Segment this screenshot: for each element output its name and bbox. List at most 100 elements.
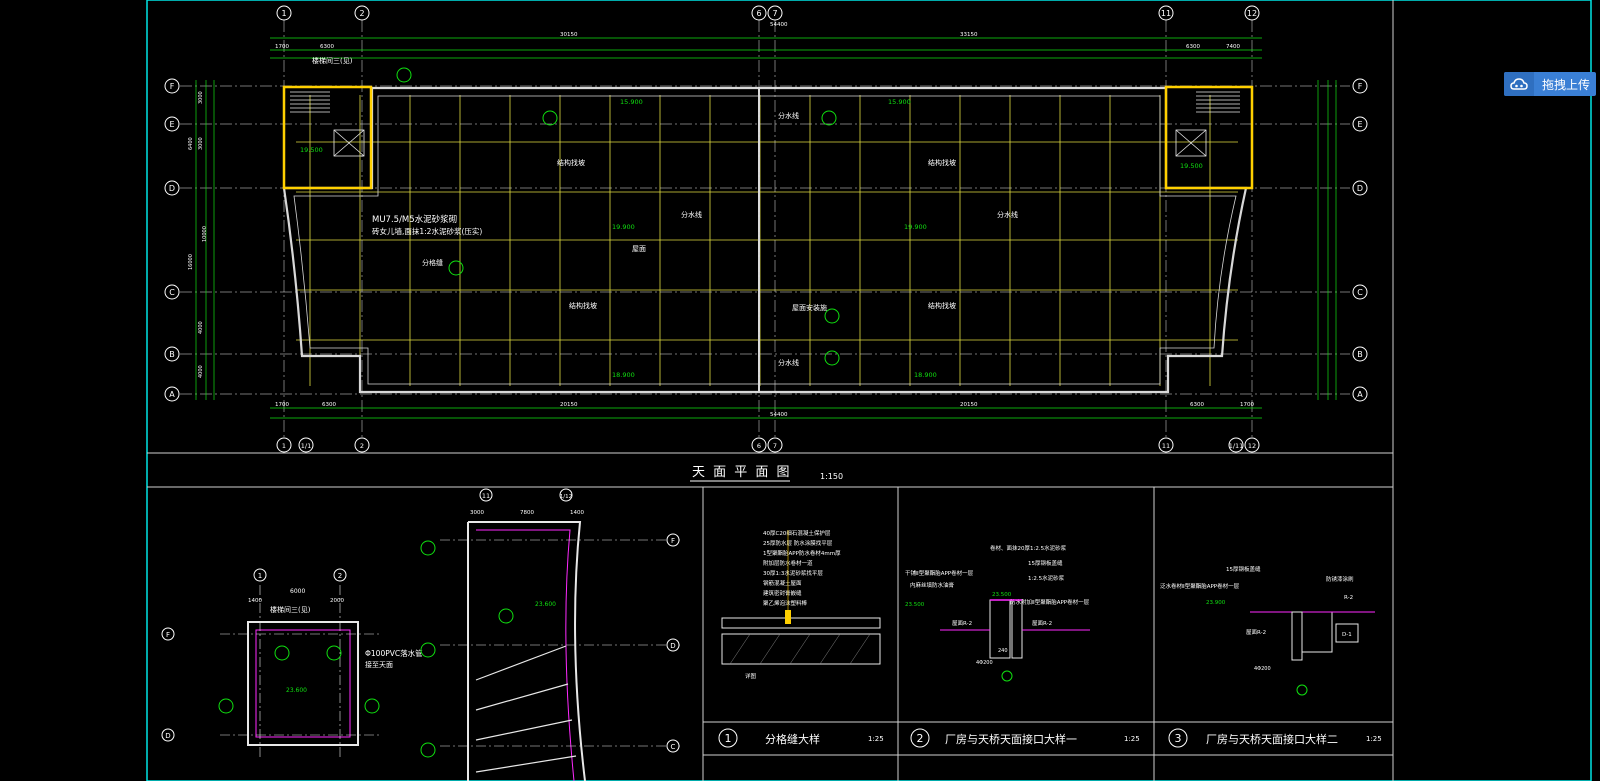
left-stair-treads [290, 91, 365, 157]
detail-num-2: 2 [917, 732, 924, 745]
plan-callouts [396, 67, 840, 366]
split-layer-top [721, 617, 881, 629]
plan-label-slope-4: 结构找坡 [928, 301, 956, 310]
elev-1: 15.900 [620, 98, 643, 106]
join2-callout [1296, 684, 1308, 696]
axis-bubble-d-label: D [165, 732, 170, 740]
elev-6: 19.900 [904, 223, 927, 231]
axis-bubble-top-label: 11 [1161, 9, 1171, 18]
split-label: 详图 [745, 672, 757, 680]
plan-label-ridge-4: 分水线 [778, 358, 799, 367]
axis-bubble-bottom [354, 437, 370, 453]
plan-label-slope-2: 结构找坡 [928, 158, 956, 167]
join2-elev: 23.900 [1206, 600, 1226, 606]
join1-note-2: 1:2.5水泥砂浆 [1028, 574, 1065, 582]
detail1-dim-1: 6000 [290, 588, 305, 595]
dim-label-bottom: 20150 [960, 402, 978, 408]
join2-note-4: 屋面R-2 [1246, 629, 1266, 636]
join2-wall [1291, 611, 1303, 661]
detail1-title: 楼梯间三(见) [270, 605, 311, 614]
detail-num-3: 3 [1175, 732, 1182, 745]
axis-bubble-top-label: 7 [772, 9, 777, 18]
axis-bubble-2-label: 2 [338, 572, 342, 580]
detail1-note-2: 接至天面 [365, 660, 393, 669]
bridge-axis-11-label: 11 [482, 492, 490, 500]
split-hatch [729, 633, 871, 665]
axis-bubble-top [1158, 5, 1174, 21]
join1-note-4: 内麻丝填防水油膏 [910, 581, 955, 589]
axis-bubble-2 [333, 568, 347, 582]
dim-label-top: 6300 [320, 44, 334, 50]
axis-bubble-side-label: B [1357, 350, 1363, 359]
detail-split-joint: 40厚C20细石混凝土保护层 25厚防水层 防水涂膜找平层 1型聚酯胎APP防水… [721, 529, 881, 680]
detail1-note-1: Φ100PVC落水管 [365, 648, 423, 658]
detail1-elev: 23.600 [286, 687, 307, 694]
plan-note-line-1: MU7.5/M5水泥砂浆砌 [372, 214, 457, 225]
elev-4: 19.500 [1180, 162, 1203, 170]
axis-bubble-top-label: 12 [1247, 9, 1257, 18]
plan-label-roof-install: 屋面安装施 [792, 303, 827, 312]
dim-label-top: 1700 [275, 44, 289, 50]
bridge-callouts [420, 540, 514, 758]
axis-bubble-side [1352, 386, 1368, 402]
axis-bubble-side-label: E [1357, 120, 1362, 129]
join1-elev-1: 23.500 [992, 592, 1012, 598]
join1-wall-right [1011, 599, 1023, 659]
dim-label-bottom: 1700 [275, 402, 289, 408]
axis-bubble-top [751, 5, 767, 21]
plan-title: 天 面 平 面 图 [692, 465, 792, 480]
axis-bubble-bottom [1244, 437, 1260, 453]
dim-label-side: 3000 [198, 91, 204, 104]
axis-bubble-side [164, 386, 180, 402]
axis-bubble-side [1352, 78, 1368, 94]
axis-bubble-top-label: 2 [359, 9, 364, 18]
stair-wall-inner [255, 629, 351, 738]
axis-bubble-bottom [298, 437, 314, 453]
bridge-axis-11 [479, 488, 493, 502]
axis-bubble-bottom-label: 1 [282, 442, 286, 450]
dim-label-top: 7400 [1226, 44, 1240, 50]
axis-bubble-bottom [276, 437, 292, 453]
join2-dim: 4Φ200 [1254, 666, 1271, 672]
detail-title-3: 厂房与天桥天面接口大样二 [1206, 732, 1338, 746]
axis-bubble-side-label: F [1358, 82, 1363, 91]
drag-upload-label: 拖拽上传 [1542, 77, 1591, 92]
cloud-upload-icon [1504, 72, 1534, 96]
plan-label-slope-1: 结构找坡 [557, 158, 585, 167]
axis-bubble-side-label: C [1357, 288, 1363, 297]
detail1-dim-2: 1400 [248, 598, 262, 604]
dim-label-side: 16000 [188, 254, 194, 270]
join2-note-3: R-2 [1344, 595, 1353, 601]
dim-label-side: 4000 [198, 321, 204, 334]
axis-bubble-bottom [767, 437, 783, 453]
axis-bubble-side [164, 116, 180, 132]
split-note-6: 建筑密封膏嵌缝 [763, 589, 802, 597]
join2-note-1: 防锈漆涂刷 [1326, 575, 1354, 583]
join2-note-2: 泛水卷材Ⅱ型聚酯胎APP卷材一层 [1160, 582, 1240, 590]
drag-upload-button[interactable]: 拖拽上传 [1504, 72, 1596, 96]
axis-bubble-top-label: 6 [756, 9, 761, 18]
detail1-callouts [218, 645, 380, 714]
parapet-outline [282, 86, 1248, 394]
bridge-axis-f-bubble [666, 533, 680, 547]
axis-bubble-bottom-label: 11 [1162, 442, 1170, 450]
split-note-7: 聚乙烯泡沫塑料棒 [763, 599, 808, 607]
axis-bubble-f [161, 627, 175, 641]
bridge-axis-d-label: D [670, 642, 675, 650]
bridge-axis-d-bubble [666, 638, 680, 652]
dim-label-bottom: 6300 [1190, 402, 1204, 408]
split-sealant [785, 610, 791, 624]
plan-label-roof: 屋面 [632, 245, 646, 253]
detail-bridge-plan: 11 1/12 F D C 3000 7800 1400 23.600 [420, 488, 680, 781]
dim-label-bottom: 20150 [560, 402, 578, 408]
detail-title-2: 厂房与天桥天面接口大样一 [945, 732, 1077, 746]
bridge-axis-c-bubble [666, 739, 680, 753]
axis-bubble-top [276, 5, 292, 21]
dim-label-side: 3000 [198, 137, 204, 150]
plan-label-joint: 分格缝 [422, 258, 443, 267]
axis-bubble-side [164, 284, 180, 300]
elev-3: 19.500 [300, 146, 323, 154]
elev-7: 18.900 [612, 371, 635, 379]
detail-title-1: 分格缝大样 [765, 732, 820, 746]
